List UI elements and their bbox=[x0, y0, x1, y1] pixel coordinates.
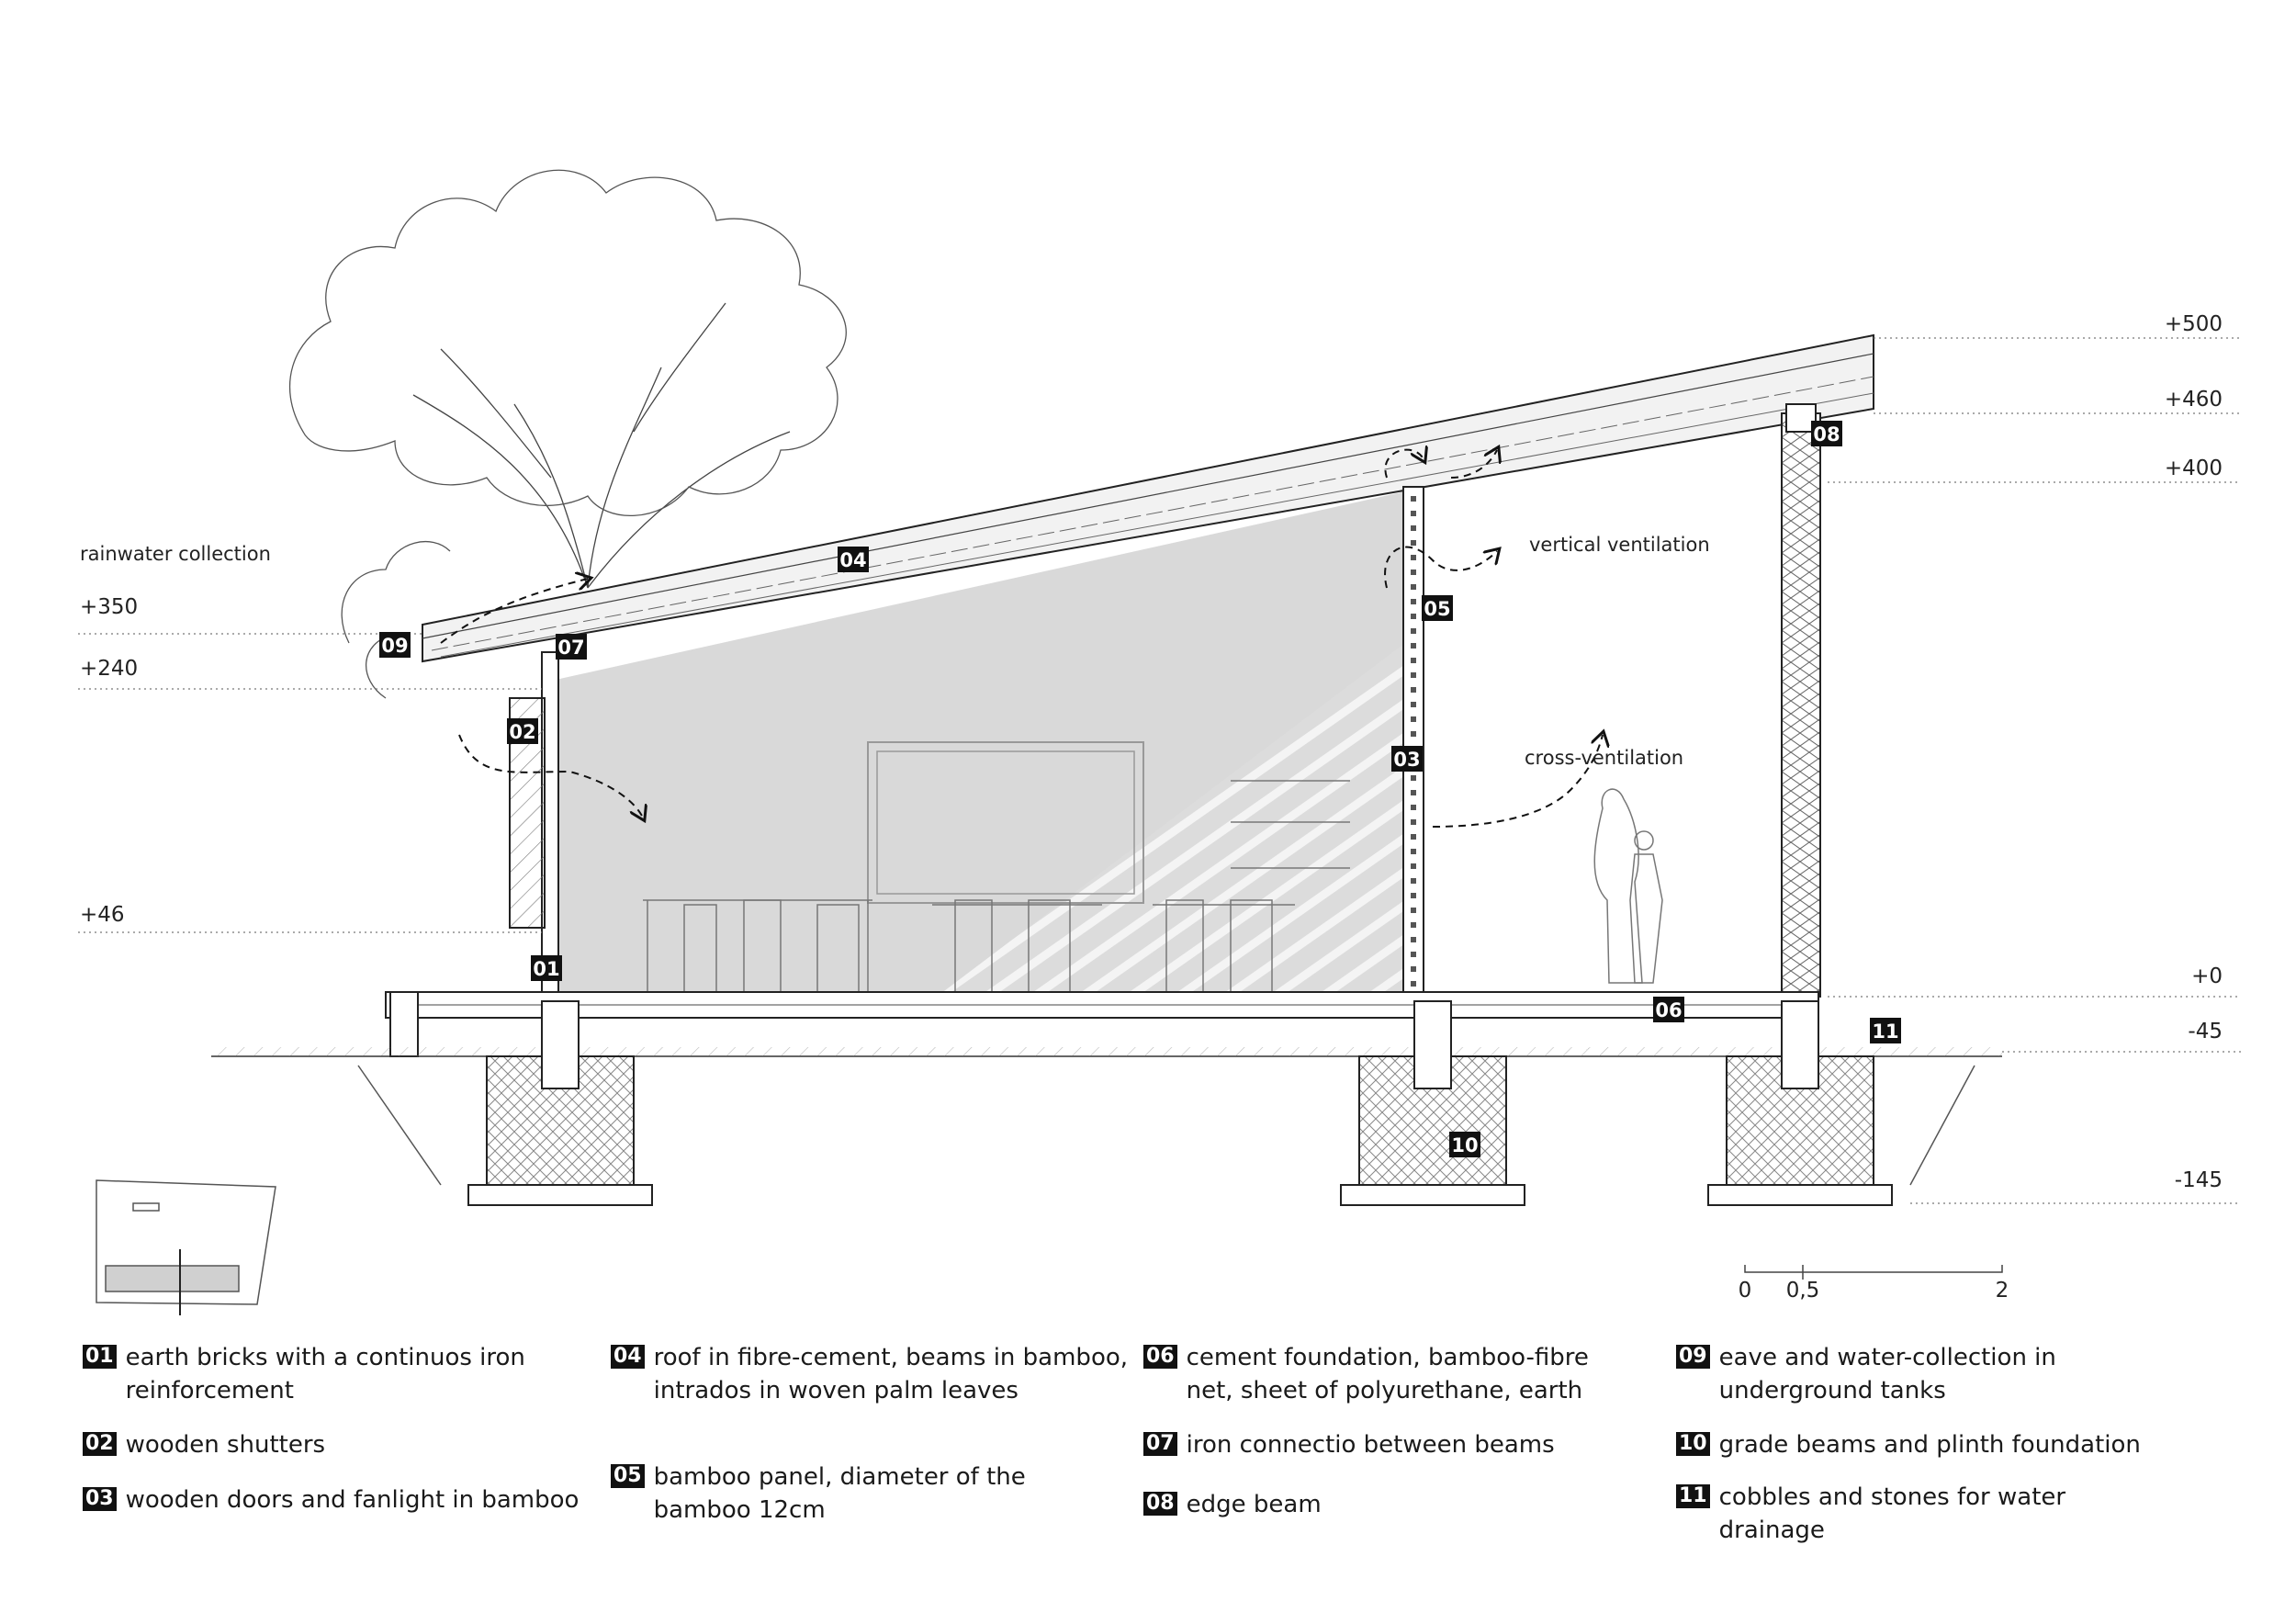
note-vertical-ventilation: vertical ventilation bbox=[1529, 534, 1710, 556]
tag-label: 08 bbox=[1813, 423, 1840, 445]
furniture bbox=[643, 741, 1350, 992]
tag-box bbox=[1422, 595, 1453, 621]
tag-05: 05 bbox=[1422, 595, 1453, 621]
tag-box bbox=[507, 718, 538, 744]
tag-box bbox=[531, 955, 562, 981]
level-label: +460 bbox=[2165, 388, 2223, 412]
tag-04: 04 bbox=[838, 547, 869, 572]
tag-box bbox=[1391, 746, 1423, 772]
tag-06: 06 bbox=[1653, 997, 1684, 1022]
level-label: -45 bbox=[2188, 1020, 2223, 1043]
level-label: +46 bbox=[80, 903, 125, 927]
level-label: +500 bbox=[2165, 312, 2223, 336]
tag-11: 11 bbox=[1870, 1018, 1901, 1043]
tag-08: 08 bbox=[1811, 421, 1842, 446]
edge-column bbox=[1781, 412, 1821, 998]
level-lines bbox=[78, 337, 2241, 1204]
tag-02: 02 bbox=[507, 718, 538, 744]
tree-illustration bbox=[288, 169, 847, 699]
scale-label: 0,5 bbox=[1786, 1279, 1820, 1303]
tag-label: 02 bbox=[509, 721, 535, 743]
tag-label: 01 bbox=[533, 958, 559, 980]
tag-label: 10 bbox=[1451, 1134, 1478, 1156]
tag-07: 07 bbox=[556, 634, 587, 660]
sunlight-band bbox=[937, 643, 1405, 997]
key-plan bbox=[96, 1179, 276, 1315]
tag-10: 10 bbox=[1449, 1132, 1480, 1157]
tag-box bbox=[838, 547, 869, 572]
tag-box bbox=[379, 632, 411, 658]
tag-label: 06 bbox=[1655, 999, 1682, 1021]
scale-label: 0 bbox=[1739, 1279, 1752, 1303]
level-label: -145 bbox=[2175, 1168, 2223, 1192]
level-label: +0 bbox=[2191, 964, 2223, 988]
tag-box bbox=[1811, 421, 1842, 446]
note-cross-ventilation: cross-ventilation bbox=[1525, 747, 1683, 769]
tag-box bbox=[1870, 1018, 1901, 1043]
level-label: +400 bbox=[2165, 457, 2223, 480]
bamboo-wall bbox=[1402, 486, 1424, 998]
tag-box bbox=[556, 634, 587, 660]
ventilation-arrows bbox=[440, 450, 1603, 828]
tag-01: 01 bbox=[531, 955, 562, 981]
tag-label: 03 bbox=[1393, 749, 1420, 771]
tag-box bbox=[1653, 997, 1684, 1022]
tag-03: 03 bbox=[1391, 746, 1423, 772]
note-rainwater: rainwater collection bbox=[80, 543, 271, 565]
people-silhouettes bbox=[1593, 788, 1663, 984]
foundation bbox=[211, 991, 2002, 1206]
tag-09: 09 bbox=[379, 632, 411, 658]
tag-label: 09 bbox=[381, 635, 408, 657]
level-label: +240 bbox=[80, 657, 138, 681]
scale-label: 2 bbox=[1996, 1279, 2009, 1303]
tag-label: 07 bbox=[557, 637, 584, 659]
tag-label: 04 bbox=[839, 549, 866, 571]
tag-box bbox=[1449, 1132, 1480, 1157]
scale-bar bbox=[1744, 1265, 2003, 1280]
tag-label: 05 bbox=[1424, 598, 1450, 620]
roof bbox=[422, 333, 1874, 663]
tag-label: 11 bbox=[1872, 1021, 1898, 1043]
level-label: +350 bbox=[80, 595, 138, 619]
